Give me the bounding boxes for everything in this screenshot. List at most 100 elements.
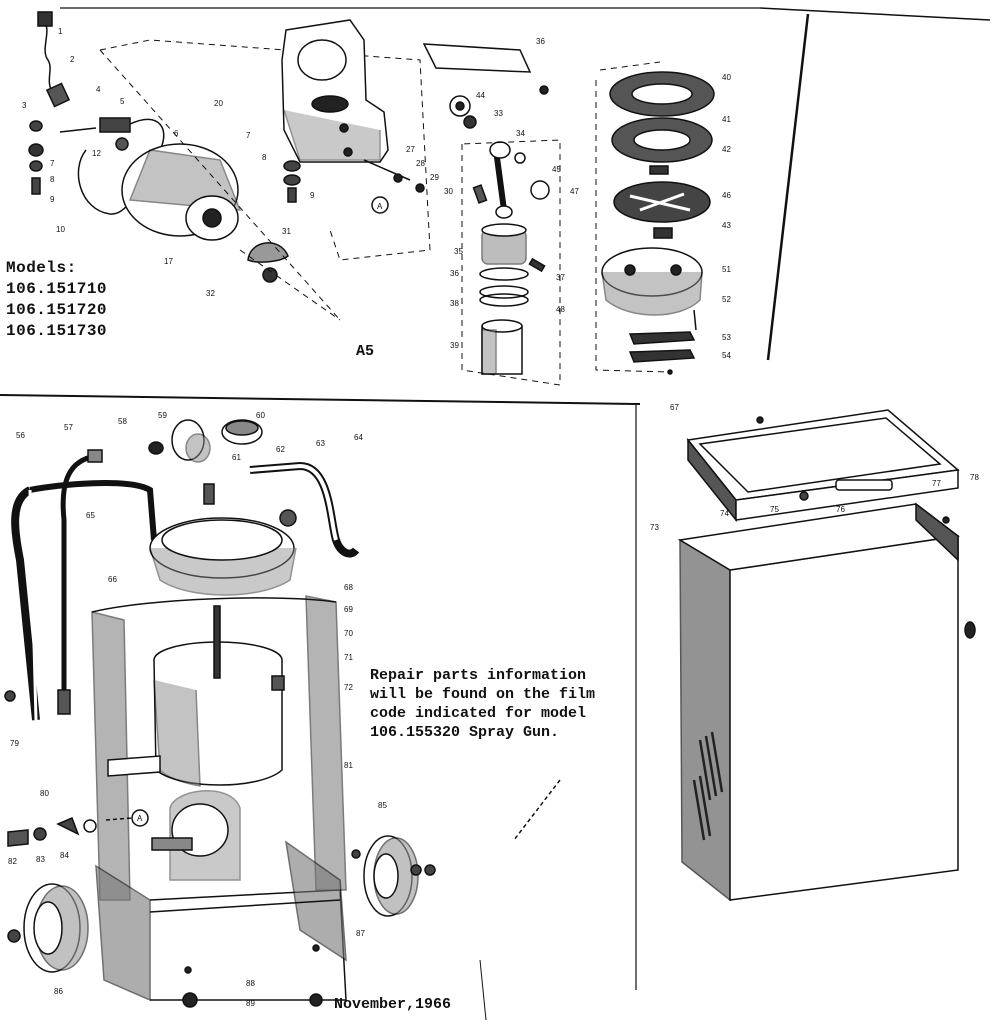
callout-64: 64 <box>354 433 363 442</box>
model-number: 106.151720 <box>6 301 108 319</box>
callout-80: 80 <box>40 789 49 798</box>
callouts-bottom: 56 57 58 59 60 61 62 63 64 65 66 67 68 6… <box>8 403 979 1008</box>
callout-71: 71 <box>344 653 353 662</box>
motor-assembly <box>29 12 430 320</box>
models-heading: Models: <box>6 259 77 277</box>
callout-34: 34 <box>516 129 525 138</box>
callout-A-top: A <box>377 202 383 211</box>
callout-12: 12 <box>92 149 101 158</box>
callout-62: 62 <box>276 445 285 454</box>
callout-A-bottom: A <box>137 814 143 823</box>
callout-31: 31 <box>282 227 291 236</box>
callout-44: 44 <box>476 91 485 100</box>
note-line: Repair parts information <box>370 667 587 684</box>
callout-48: 48 <box>556 305 565 314</box>
callout-7b: 7 <box>246 131 251 140</box>
callout-87: 87 <box>356 929 365 938</box>
callout-42a: 42 <box>722 145 731 154</box>
callout-46: 46 <box>722 191 731 200</box>
frame-lines <box>0 8 990 1020</box>
callout-3: 3 <box>22 101 27 110</box>
callout-10: 10 <box>56 225 65 234</box>
callout-69: 69 <box>344 605 353 614</box>
valve-assembly <box>596 62 714 374</box>
callout-36b: 36 <box>450 269 459 278</box>
callout-68: 68 <box>344 583 353 592</box>
callout-32: 32 <box>206 289 215 298</box>
section-label: A5 <box>356 343 375 360</box>
callout-61: 61 <box>232 453 241 462</box>
callout-84: 84 <box>60 851 69 860</box>
models-list: Models: 106.151710 106.151720 106.151730 <box>6 258 107 342</box>
callout-39: 39 <box>450 341 459 350</box>
callout-58: 58 <box>118 417 127 426</box>
callout-41: 41 <box>722 115 731 124</box>
callout-77: 77 <box>932 479 941 488</box>
callout-59: 59 <box>158 411 167 420</box>
callouts-top: 1 2 3 4 5 6 7 8 9 10 12 17 20 7 8 9 36 2… <box>22 27 731 360</box>
callout-63: 63 <box>316 439 325 448</box>
callout-6: 6 <box>174 129 179 138</box>
model-number: 106.151710 <box>6 280 108 298</box>
callout-37: 37 <box>556 273 565 282</box>
callout-73: 73 <box>650 523 659 532</box>
callout-35: 35 <box>454 247 463 256</box>
cart-assembly <box>5 420 560 1007</box>
callout-33: 33 <box>494 109 503 118</box>
callout-83: 83 <box>36 855 45 864</box>
callout-9a: 9 <box>50 195 55 204</box>
cover-assembly <box>680 410 975 900</box>
pump-housing <box>282 20 548 213</box>
callout-4: 4 <box>96 85 101 94</box>
callout-1: 1 <box>58 27 63 36</box>
callout-40: 40 <box>722 73 731 82</box>
callout-38: 38 <box>450 299 459 308</box>
callout-5: 5 <box>120 97 125 106</box>
callout-43: 43 <box>722 221 731 230</box>
callout-28: 28 <box>416 159 425 168</box>
callout-75: 75 <box>770 505 779 514</box>
callout-89: 89 <box>246 999 255 1008</box>
callout-60: 60 <box>256 411 265 420</box>
callout-36a: 36 <box>536 37 545 46</box>
callout-78: 78 <box>970 473 979 482</box>
callout-65: 65 <box>86 511 95 520</box>
callout-74: 74 <box>720 509 729 518</box>
callout-54: 54 <box>722 351 731 360</box>
callout-88: 88 <box>246 979 255 988</box>
callout-27: 27 <box>406 145 415 154</box>
publication-date: November,1966 <box>334 996 452 1013</box>
callout-76: 76 <box>836 505 845 514</box>
note-line: 106.155320 Spray Gun. <box>370 724 560 741</box>
model-number: 106.151730 <box>6 322 108 340</box>
callout-8a: 8 <box>50 175 55 184</box>
piston-assembly <box>450 96 560 385</box>
callout-56: 56 <box>16 431 25 440</box>
callout-86: 86 <box>54 987 63 996</box>
callout-57: 57 <box>64 423 73 432</box>
repair-note: Repair parts information will be found o… <box>370 666 595 742</box>
callout-51: 51 <box>722 265 731 274</box>
callout-2: 2 <box>70 55 75 64</box>
callout-53: 53 <box>722 333 731 342</box>
callout-52: 52 <box>722 295 731 304</box>
callout-20: 20 <box>214 99 223 108</box>
callout-85: 85 <box>378 801 387 810</box>
callout-29: 29 <box>430 173 439 182</box>
callout-8b: 8 <box>262 153 267 162</box>
callout-66: 66 <box>108 575 117 584</box>
callout-82: 82 <box>8 857 17 866</box>
callout-47: 47 <box>570 187 579 196</box>
callout-72: 72 <box>344 683 353 692</box>
callout-7a: 7 <box>50 159 55 168</box>
callout-79: 79 <box>10 739 19 748</box>
callout-17: 17 <box>164 257 173 266</box>
callout-9b: 9 <box>310 191 315 200</box>
callout-81: 81 <box>344 761 353 770</box>
note-line: will be found on the film <box>370 686 596 703</box>
callout-45: 45 <box>552 165 561 174</box>
callout-30: 30 <box>444 187 453 196</box>
note-line: code indicated for model <box>370 705 587 722</box>
callout-70: 70 <box>344 629 353 638</box>
